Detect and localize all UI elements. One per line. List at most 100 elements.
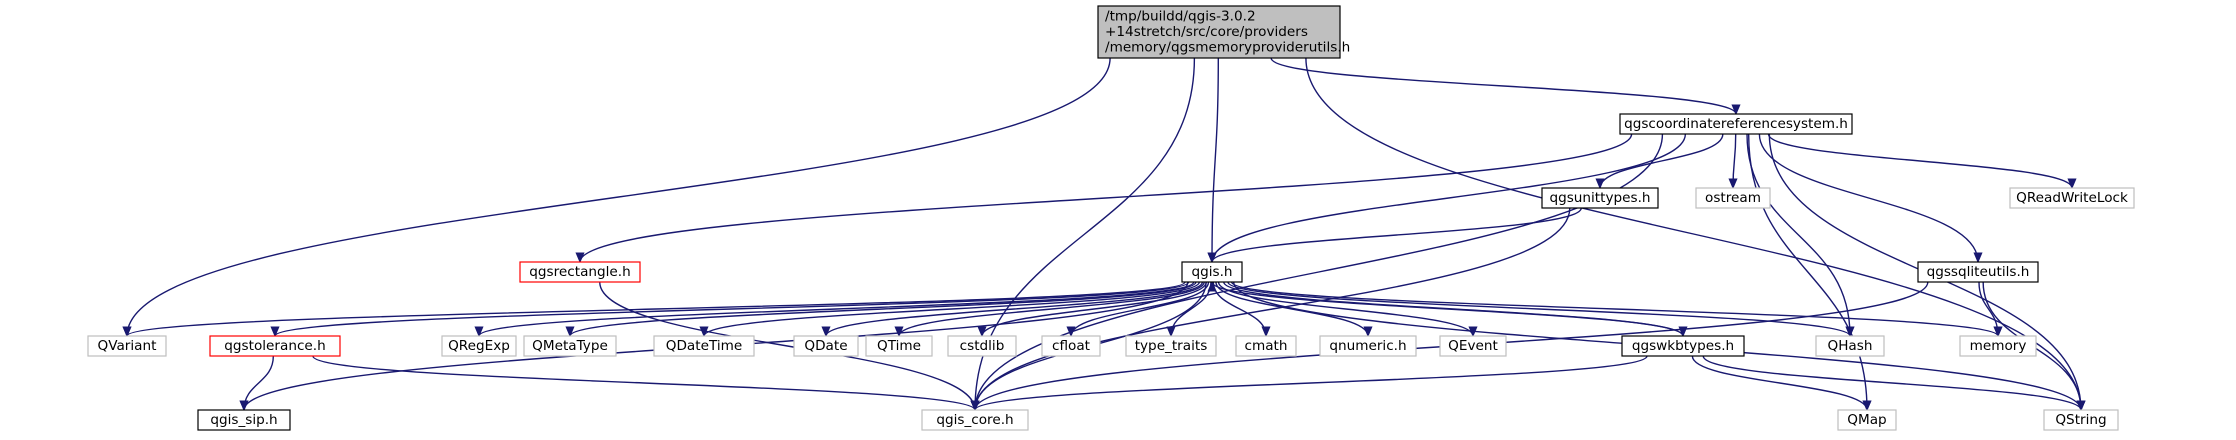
node-label-qgis: qgis.h xyxy=(1191,264,1232,280)
node-cstdlib: cstdlib xyxy=(947,335,1017,357)
node-box-unittypes xyxy=(1541,187,1659,209)
node-qhash: QHash xyxy=(1815,335,1885,357)
node-qreadwritelock: QReadWriteLock xyxy=(2009,187,2135,209)
arrowhead-qmetatype xyxy=(565,326,575,338)
edge-qgis-to-qhash xyxy=(1227,281,1851,337)
node-box-qmetatype xyxy=(523,335,617,357)
node-sqliteutils[interactable]: qgssqliteutils.h xyxy=(1917,261,2039,283)
node-qgis[interactable]: qgis.h xyxy=(1181,261,1243,283)
node-box-cmath xyxy=(1235,335,1297,357)
node-label-qvariant: QVariant xyxy=(98,338,157,354)
edge-crs-to-qgis_core xyxy=(974,133,1664,411)
edge-qgis-to-qnumeric xyxy=(1215,281,1369,337)
edge-crs-to-sqliteutils xyxy=(1758,133,1979,263)
edge-root-to-qstring xyxy=(1305,57,2082,411)
edge-qgis-to-qvariant xyxy=(126,281,1186,337)
node-box-root xyxy=(1097,5,1341,59)
node-qvariant: QVariant xyxy=(87,335,167,357)
node-box-qstring xyxy=(2043,409,2119,431)
arrowhead-qreadwritelock xyxy=(2067,178,2077,190)
node-crs[interactable]: qgscoordinatereferencesystem.h xyxy=(1619,113,1853,135)
edge-wkbtypes-to-qstring xyxy=(1702,355,2082,411)
arrowhead-cstdlib xyxy=(977,326,987,338)
node-ostream: ostream xyxy=(1695,187,1771,209)
node-box-wkbtypes xyxy=(1621,335,1745,357)
node-box-qgis xyxy=(1181,261,1243,283)
arrowhead-qtime xyxy=(894,326,904,338)
node-qregexp: QRegExp xyxy=(441,335,517,357)
node-label-root: +14stretch/src/core/providers xyxy=(1105,24,1308,40)
edge-qgis-to-qevent xyxy=(1217,281,1474,337)
node-box-type_traits xyxy=(1125,335,1217,357)
node-label-qtime: QTime xyxy=(877,338,921,354)
node-label-root: /tmp/buildd/qgis-3.0.2 xyxy=(1105,8,1256,24)
node-label-qgis_core: qgis_core.h xyxy=(936,412,1013,428)
arrowhead-qdatetime xyxy=(699,326,709,338)
arrowhead-qgis xyxy=(1207,252,1217,264)
arrowhead-qmap xyxy=(1862,400,1872,412)
node-box-qhash xyxy=(1815,335,1885,357)
arrowhead-cfloat xyxy=(1066,326,1076,338)
arrowhead-qregexp xyxy=(474,326,484,338)
arrowhead-qstring xyxy=(2076,400,2086,412)
arrowhead-rectangle xyxy=(575,252,585,264)
arrowhead-cmath xyxy=(1261,326,1271,338)
arrowhead-type_traits xyxy=(1166,326,1176,338)
node-qmap: QMap xyxy=(1837,409,1897,431)
node-tolerance[interactable]: qgstolerance.h xyxy=(209,335,341,357)
arrowhead-tolerance xyxy=(270,326,280,338)
node-qtime: QTime xyxy=(865,335,933,357)
node-box-qgis_sip xyxy=(197,409,291,431)
node-label-qreadwritelock: QReadWriteLock xyxy=(2016,190,2128,206)
node-label-root: /memory/qgsmemoryproviderutils.h xyxy=(1105,39,1350,55)
node-type_traits: type_traits xyxy=(1125,335,1217,357)
node-label-qdate: QDate xyxy=(804,338,847,354)
arrowhead-qnumeric xyxy=(1363,326,1373,338)
node-box-qdate xyxy=(793,335,859,357)
arrowhead-sqliteutils xyxy=(1973,252,1983,264)
arrowhead-qgis_sip xyxy=(239,400,249,412)
node-qdate: QDate xyxy=(793,335,859,357)
edge-root-to-qgis xyxy=(1211,57,1219,263)
node-box-qevent xyxy=(1439,335,1507,357)
node-label-ostream: ostream xyxy=(1705,190,1761,206)
node-rectangle[interactable]: qgsrectangle.h xyxy=(519,261,641,283)
arrowhead-unittypes xyxy=(1595,178,1605,190)
node-box-memory xyxy=(1959,335,2037,357)
node-qdatetime: QDateTime xyxy=(653,335,755,357)
edge-rectangle-to-qgis_core xyxy=(599,281,976,411)
node-unittypes[interactable]: qgsunittypes.h xyxy=(1541,187,1659,209)
node-qgis_sip[interactable]: qgis_sip.h xyxy=(197,409,291,431)
edge-crs-to-qreadwritelock xyxy=(1767,133,2073,189)
edge-root-to-crs xyxy=(1270,57,1737,115)
node-label-cmath: cmath xyxy=(1245,338,1288,354)
node-label-qhash: QHash xyxy=(1828,338,1873,354)
node-box-cstdlib xyxy=(947,335,1017,357)
edge-tolerance-to-qgis_core xyxy=(312,355,976,411)
node-qevent: QEvent xyxy=(1439,335,1507,357)
edge-unittypes-to-qgis xyxy=(1211,207,1582,263)
node-label-qnumeric: qnumeric.h xyxy=(1329,338,1406,354)
node-root[interactable]: /tmp/buildd/qgis-3.0.2+14stretch/src/cor… xyxy=(1097,5,1350,59)
node-cfloat: cfloat xyxy=(1041,335,1101,357)
node-box-qgis_core xyxy=(921,409,1029,431)
node-label-cstdlib: cstdlib xyxy=(960,338,1005,354)
node-label-qregexp: QRegExp xyxy=(448,338,510,354)
arrowhead-wkbtypes xyxy=(1678,326,1688,338)
node-label-qmetatype: QMetaType xyxy=(532,338,608,354)
node-box-qvariant xyxy=(87,335,167,357)
nodes-layer: /tmp/buildd/qgis-3.0.2+14stretch/src/cor… xyxy=(87,5,2135,431)
edge-qgis-to-tolerance xyxy=(274,281,1190,337)
arrowhead-crs xyxy=(1731,104,1741,116)
node-qstring: QString xyxy=(2043,409,2119,431)
edge-qgis-to-qmetatype xyxy=(569,281,1197,337)
node-wkbtypes[interactable]: qgswkbtypes.h xyxy=(1621,335,1745,357)
edge-wkbtypes-to-qgis_core xyxy=(974,355,1648,411)
node-label-qmap: QMap xyxy=(1847,412,1886,428)
node-box-qtime xyxy=(865,335,933,357)
node-label-sqliteutils: qgssqliteutils.h xyxy=(1927,264,2030,280)
node-qmetatype: QMetaType xyxy=(523,335,617,357)
edge-root-to-qvariant xyxy=(126,57,1111,337)
arrowhead-qdate xyxy=(821,326,831,338)
